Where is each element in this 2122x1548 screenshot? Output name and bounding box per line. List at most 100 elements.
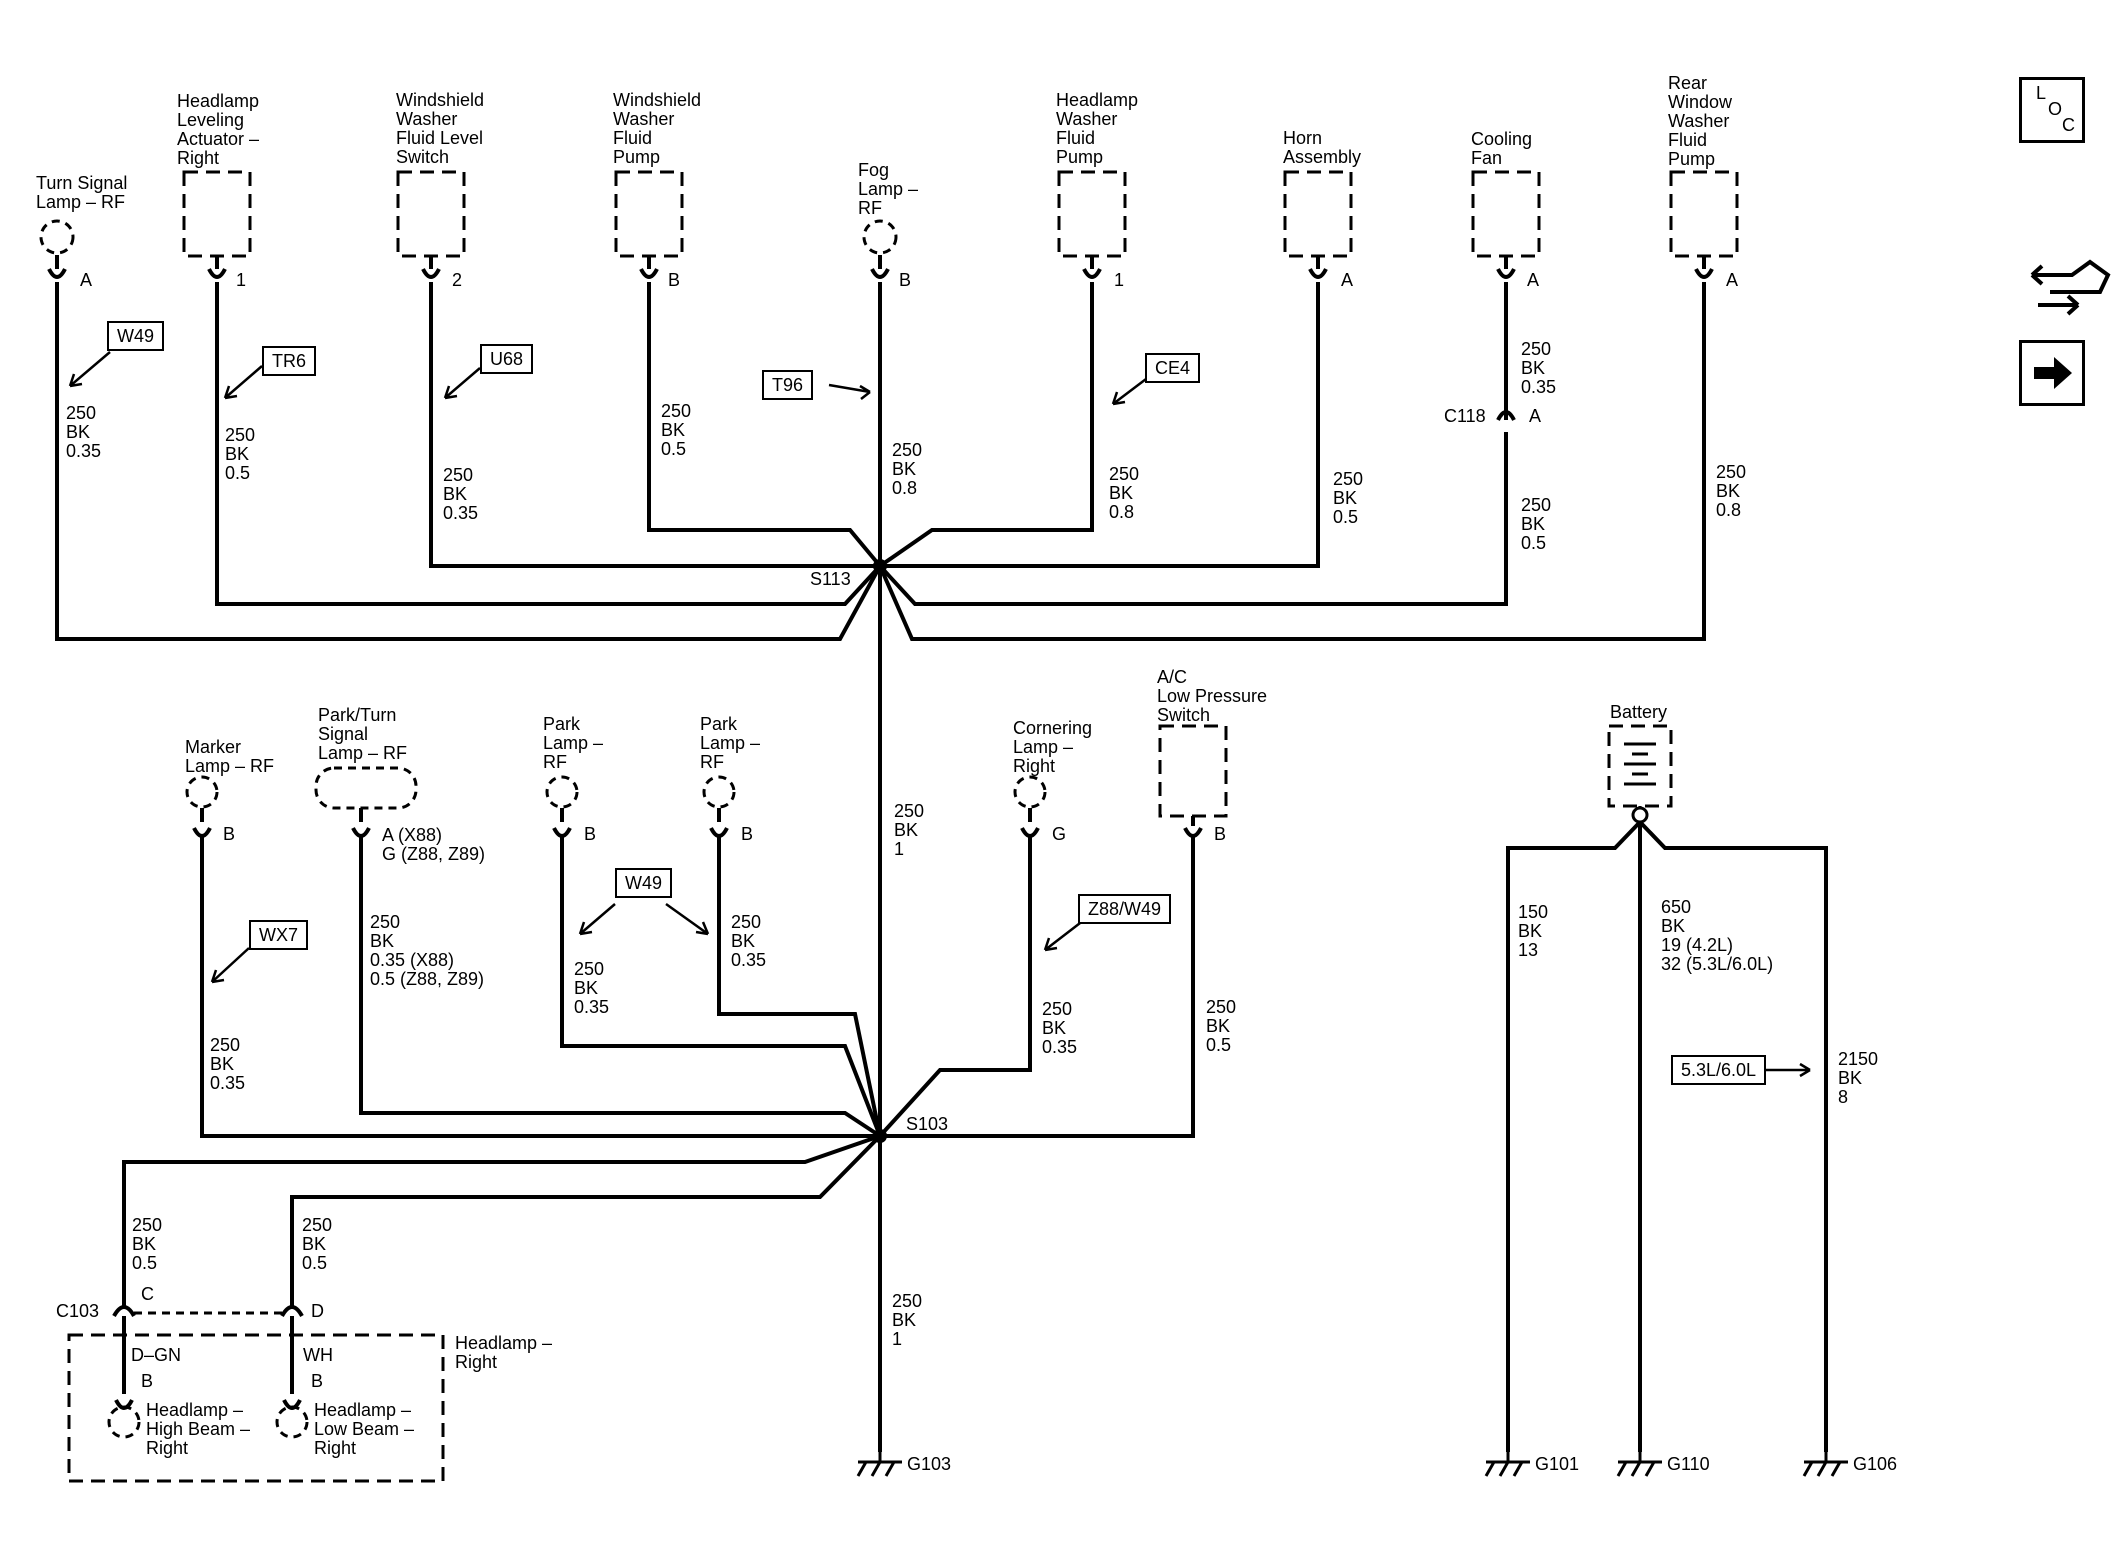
wire-label-turn: 250 BK 0.35 bbox=[66, 403, 102, 461]
wire-horn bbox=[880, 282, 1320, 568]
wire-park2 bbox=[717, 836, 882, 1137]
wire-label-ac: 250 BK 0.5 bbox=[1206, 997, 1237, 1055]
wire-label-park2: 250 BK 0.35 bbox=[731, 912, 767, 970]
pin-c118: A bbox=[1529, 406, 1542, 426]
battery-box bbox=[1607, 724, 1673, 808]
wire-hwpump bbox=[878, 282, 1094, 568]
wire-label-hc: 250 BK 0.5 bbox=[132, 1215, 163, 1273]
terminal-wpump bbox=[639, 255, 659, 279]
wire-corner bbox=[878, 836, 1032, 1138]
wire-marker bbox=[200, 836, 880, 1138]
pin-level: 1 bbox=[236, 270, 247, 290]
cooling-fan-box bbox=[1471, 170, 1541, 258]
wire-label-horn: 250 BK 0.5 bbox=[1333, 469, 1364, 527]
label-headlamp-leveling: Headlamp Leveling Actuator – Right bbox=[177, 91, 260, 168]
wire-lvlsw bbox=[429, 282, 880, 568]
battery-symbol bbox=[1624, 742, 1656, 808]
pin-horn: A bbox=[1341, 270, 1354, 290]
pin-turn: A bbox=[80, 270, 93, 290]
cornering-lamp-bulb bbox=[1013, 775, 1047, 809]
battery-wires bbox=[1506, 820, 1828, 1452]
connector-c118-label: C118 bbox=[1444, 406, 1486, 426]
terminal-level bbox=[207, 255, 227, 279]
ground-g110: G110 bbox=[1667, 1454, 1710, 1474]
wires-to-s113 bbox=[55, 282, 1706, 1452]
label-park-lamp-1: Park Lamp – RF bbox=[543, 714, 604, 772]
wire-label-ground: 250 BK 1 bbox=[892, 1291, 923, 1349]
label-park-lamp-2: Park Lamp – RF bbox=[700, 714, 761, 772]
label-low-beam: Headlamp – Low Beam – Right bbox=[314, 1400, 415, 1458]
pin-wpump: B bbox=[668, 270, 681, 290]
wire-label-hd: 250 BK 0.5 bbox=[302, 1215, 333, 1273]
rear-washer-pump-box bbox=[1669, 170, 1739, 258]
option-u68: U68 bbox=[480, 344, 534, 374]
pin-hwpump: 1 bbox=[1114, 270, 1125, 290]
pin-marker: B bbox=[223, 824, 236, 844]
component-outlines-mid bbox=[185, 724, 1673, 818]
splice-s103-dot bbox=[873, 1129, 887, 1143]
wire-parkturn bbox=[359, 836, 882, 1138]
wire-fan bbox=[878, 282, 1508, 606]
wire-park1 bbox=[560, 836, 882, 1137]
wire-label-corner: 250 BK 0.35 bbox=[1042, 999, 1078, 1057]
option-w49-a: W49 bbox=[107, 321, 165, 351]
headlamp-section bbox=[67, 1305, 445, 1483]
swap-arrows-icon[interactable] bbox=[2030, 259, 2111, 316]
right-arrow-glyph bbox=[2034, 357, 2072, 389]
right-arrow-icon[interactable] bbox=[2019, 340, 2085, 406]
pin-corner: G bbox=[1052, 824, 1067, 844]
option-arrows bbox=[68, 351, 1811, 1078]
terminal-fog bbox=[870, 255, 890, 279]
pin-fog: B bbox=[899, 270, 912, 290]
wire-label-fan-top: 250 BK 0.35 bbox=[1521, 339, 1557, 397]
pin-lvlsw: 2 bbox=[452, 270, 463, 290]
label-park-turn-lamp: Park/Turn Signal Lamp – RF bbox=[318, 705, 408, 763]
wire-label-marker: 250 BK 0.35 bbox=[210, 1035, 246, 1093]
option-engine: 5.3L/6.0L bbox=[1671, 1055, 1767, 1085]
label-headlamp-right: Headlamp – Right bbox=[455, 1333, 553, 1372]
wire-label-bat2: 650 BK 19 (4.2L) 32 (5.3L/6.0L) bbox=[1661, 897, 1774, 974]
pin-fan: A bbox=[1527, 270, 1540, 290]
pin-c103-d: D bbox=[311, 1301, 324, 1321]
ground-symbols bbox=[856, 1452, 1848, 1477]
option-t96: T96 bbox=[762, 370, 814, 400]
option-ce4: CE4 bbox=[1145, 353, 1201, 383]
wire-hd bbox=[290, 1134, 882, 1308]
wire-color-dgn: D–GN bbox=[131, 1345, 182, 1365]
wire-label-rear: 250 BK 0.8 bbox=[1716, 462, 1747, 520]
park-turn-lamp-shape bbox=[314, 766, 418, 810]
wire-color-wh: WH bbox=[303, 1345, 333, 1365]
pin-c103-c: C bbox=[141, 1284, 154, 1304]
terminal-lvlsw bbox=[421, 255, 441, 279]
label-high-beam: Headlamp – High Beam – Right bbox=[146, 1400, 251, 1458]
wires-to-s103 bbox=[122, 836, 1195, 1308]
wire-label-bat1: 150 BK 13 bbox=[1518, 902, 1549, 960]
wire-label-park1: 250 BK 0.35 bbox=[574, 959, 610, 1017]
pin-rear: A bbox=[1726, 270, 1739, 290]
wire-ac bbox=[880, 836, 1195, 1138]
pin-park2: B bbox=[741, 824, 754, 844]
washer-level-switch-box bbox=[396, 170, 466, 258]
option-wx7: WX7 bbox=[249, 920, 309, 950]
wire-wpump bbox=[647, 282, 882, 568]
wire-label-hwpump: 250 BK 0.8 bbox=[1109, 464, 1140, 522]
wire-label-wpump: 250 BK 0.5 bbox=[661, 401, 692, 459]
wire-level bbox=[215, 282, 882, 606]
splice-s103: S103 bbox=[906, 1114, 949, 1134]
wire-label-lvlsw: 250 BK 0.35 bbox=[443, 465, 479, 523]
pin-ac: B bbox=[1214, 824, 1227, 844]
wire-label-fog: 250 BK 0.8 bbox=[892, 440, 923, 498]
location-view-icon[interactable]: L O C bbox=[2019, 77, 2085, 143]
wire-hc bbox=[122, 1134, 881, 1308]
terminal-turn bbox=[47, 255, 67, 279]
label-cooling-fan: Cooling Fan bbox=[1471, 129, 1533, 168]
horn-box bbox=[1283, 170, 1353, 258]
loc-letter-l: L bbox=[2036, 83, 2047, 103]
wire-label-parkturn: 250 BK 0.35 (X88) 0.5 (Z88, Z89) bbox=[370, 912, 485, 989]
option-w49-b: W49 bbox=[615, 868, 673, 898]
wire-rear bbox=[878, 282, 1706, 641]
wire-label-trunk: 250 BK 1 bbox=[894, 801, 925, 859]
headlamp-washer-pump-box bbox=[1057, 170, 1127, 258]
label-washer-level-switch: Windshield Washer Fluid Level Switch bbox=[396, 90, 485, 167]
